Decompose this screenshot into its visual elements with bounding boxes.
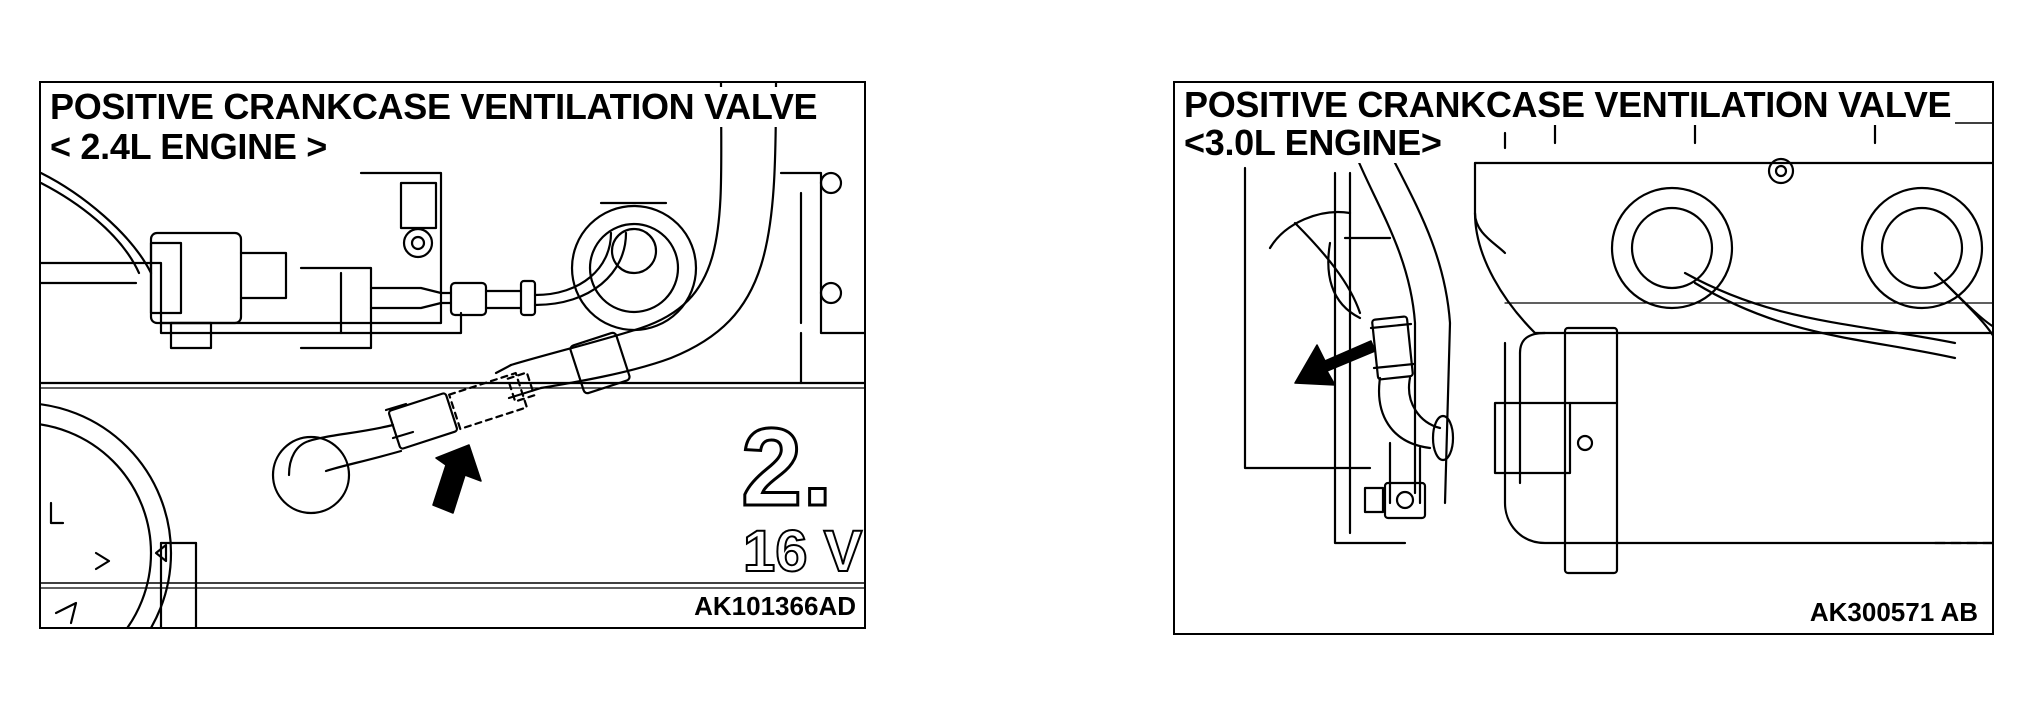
panel-title: POSITIVE CRANKCASE VENTILATION VALVE bbox=[50, 87, 822, 127]
engine-marking: 2. bbox=[740, 406, 835, 529]
panel-title: POSITIVE CRANKCASE VENTILATION VALVE bbox=[1184, 85, 1956, 125]
diagram-panel-3-0l: POSITIVE CRANKCASE VENTILATION VALVE <3.… bbox=[1173, 81, 1994, 635]
panel-subtitle: <3.0L ENGINE> bbox=[1184, 123, 1446, 163]
panel-subtitle: < 2.4L ENGINE > bbox=[50, 127, 331, 167]
engine-marking-sub: 16 V bbox=[742, 519, 863, 584]
engine-illustration-2-4l bbox=[41, 83, 864, 627]
figure-code: AK300571 AB bbox=[1807, 597, 1980, 627]
diagram-panel-2-4l: 2. 16 V POSITIVE CRANKCASE VENTILATION V… bbox=[39, 81, 866, 629]
engine-illustration-3-0l bbox=[1243, 111, 1992, 575]
figure-code: AK101366AD bbox=[692, 591, 858, 621]
